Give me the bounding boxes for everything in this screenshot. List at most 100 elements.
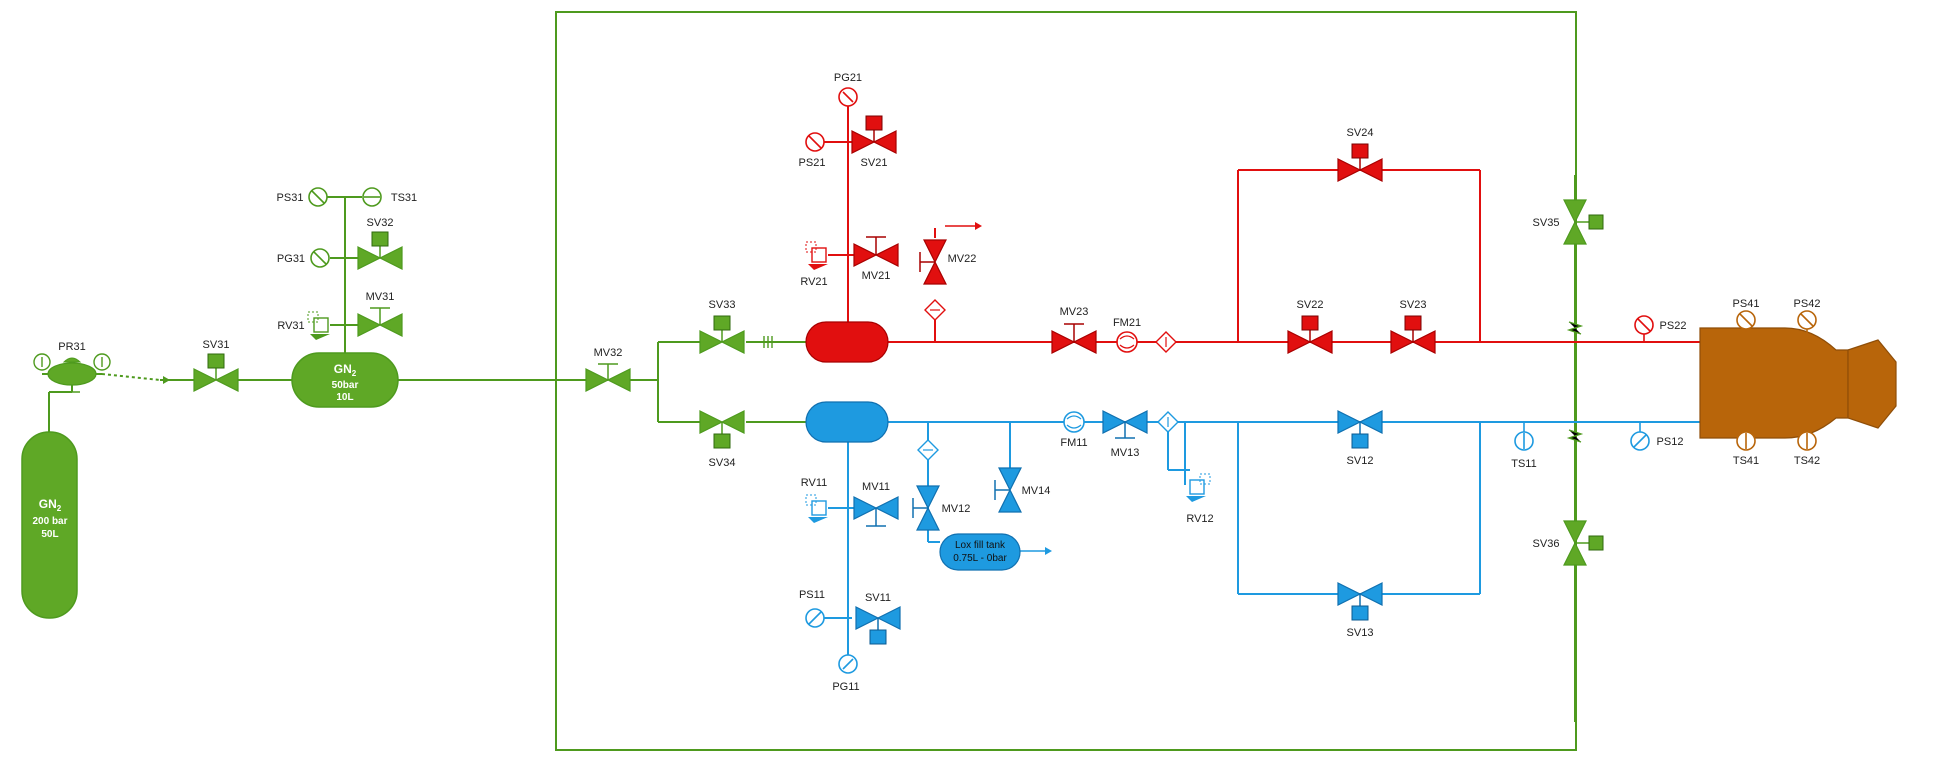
label-ts41: TS41 (1733, 455, 1759, 467)
flow-meter-fm21 (1116, 331, 1138, 353)
label-sv35: SV35 (1533, 217, 1560, 229)
label-sv32: SV32 (367, 217, 394, 229)
pressure-gauge-pg31 (310, 248, 330, 268)
label-ts11: TS11 (1511, 458, 1536, 470)
lox-fill-inlet-icon (1045, 547, 1052, 555)
pressure-sensor-ps21 (805, 132, 825, 152)
temperature-sensor-ts41 (1736, 431, 1756, 451)
solenoid-valve-sv12[interactable] (1337, 410, 1383, 449)
pressure-sensor-ps31 (308, 187, 328, 207)
label-ps12: PS12 (1657, 436, 1684, 448)
label-ps21: PS21 (799, 157, 826, 169)
temperature-sensor-ts11 (1514, 422, 1534, 451)
lox-fill-tank: Lox fill tank 0.75L - 0bar (939, 533, 1021, 571)
gn2-bottle-volume: 50L (41, 529, 58, 540)
label-sv12: SV12 (1347, 455, 1374, 467)
pressure-sensor-ps42 (1797, 310, 1817, 330)
label-pr31: PR31 (58, 341, 86, 353)
solenoid-valve-sv32[interactable] (357, 231, 403, 270)
label-ps42: PS42 (1794, 298, 1821, 310)
regulator-pr31[interactable] (33, 353, 111, 393)
flex-hose-icon (763, 336, 773, 348)
solenoid-valve-sv11[interactable] (855, 606, 901, 645)
gn2-bottle-pressure: 200 bar (32, 516, 67, 527)
label-mv12: MV12 (942, 503, 971, 515)
label-mv23: MV23 (1060, 306, 1089, 318)
pressure-sensor-ps22 (1634, 315, 1654, 342)
label-mv32: MV32 (594, 347, 623, 359)
temperature-sensor-ts42 (1797, 431, 1817, 451)
label-ps11: PS11 (799, 589, 825, 601)
solenoid-valve-sv34[interactable] (699, 410, 745, 449)
manual-valve-mv31[interactable] (357, 307, 403, 337)
label-pg31: PG31 (277, 253, 305, 265)
label-mv31: MV31 (366, 291, 395, 303)
lox-tank (805, 401, 889, 443)
label-sv13: SV13 (1347, 627, 1374, 639)
pressure-sensor-ps11 (805, 608, 825, 628)
rocket-engine-icon (1699, 327, 1849, 439)
label-mv22: MV22 (948, 253, 977, 265)
label-sv33: SV33 (709, 299, 736, 311)
manual-valve-mv22[interactable] (919, 222, 982, 285)
manual-valve-mv32[interactable] (585, 363, 631, 392)
gn2-tank: GN2 50bar 10L (291, 352, 399, 408)
pressurant-lines (42, 11, 1577, 751)
solenoid-valve-sv22[interactable] (1287, 315, 1333, 354)
label-sv11: SV11 (865, 592, 891, 604)
gn2-bottle: GN2 200 bar 50L (21, 431, 78, 619)
flow-meter-fm11 (1063, 411, 1085, 433)
label-ts31: TS31 (391, 192, 417, 204)
gn2-bottle-name: GN (39, 497, 57, 511)
manual-valve-mv13[interactable] (1102, 410, 1148, 439)
label-rv12: RV12 (1186, 513, 1213, 525)
solenoid-valve-sv35[interactable] (1563, 199, 1604, 245)
fuel-lines (818, 104, 1700, 343)
manual-valve-mv21[interactable] (853, 236, 899, 267)
pressure-gauge-pg21 (838, 87, 858, 107)
filter-lox-main (1157, 411, 1179, 433)
label-fm11: FM11 (1060, 437, 1087, 449)
filter-lox-fill (917, 439, 939, 461)
relief-valve-rv31[interactable] (307, 311, 330, 340)
pressure-sensor-ps41 (1736, 310, 1756, 330)
label-sv31: SV31 (203, 339, 230, 351)
solenoid-valve-sv33[interactable] (699, 315, 745, 354)
flex-hose-purge (1566, 321, 1584, 443)
temperature-sensor-ts31 (362, 187, 382, 207)
relief-valve-rv12[interactable] (1186, 473, 1211, 502)
label-rv11: RV11 (801, 477, 828, 489)
label-sv22: SV22 (1297, 299, 1324, 311)
label-ps22: PS22 (1660, 320, 1687, 332)
label-mv21: MV21 (862, 270, 891, 282)
relief-valve-rv11[interactable] (805, 494, 828, 523)
relief-valve-rv21[interactable] (805, 241, 828, 270)
manual-valve-mv23[interactable] (1051, 323, 1097, 354)
solenoid-valve-sv36[interactable] (1563, 520, 1604, 566)
manual-valve-mv14[interactable] (994, 467, 1022, 513)
solenoid-valve-sv13[interactable] (1337, 582, 1383, 621)
label-sv23: SV23 (1400, 299, 1427, 311)
gn2-tank-name: GN (334, 362, 352, 376)
lox-fill-tank-spec: 0.75L - 0bar (953, 553, 1007, 564)
lox-fill-tank-name: Lox fill tank (955, 540, 1006, 551)
filter-fuel-fill (924, 299, 946, 321)
solenoid-valve-sv24[interactable] (1337, 143, 1383, 182)
filter-fuel-main (1155, 331, 1177, 353)
manual-valve-mv12[interactable] (912, 485, 940, 531)
svg-text:GN2: GN2 (39, 497, 62, 513)
label-sv21: SV21 (861, 157, 888, 169)
component-labels: PR31 SV31 PS31 TS31 SV32 PG31 MV31 RV31 … (58, 72, 1820, 693)
solenoid-valve-sv31[interactable] (193, 353, 239, 392)
engine-nozzle (1847, 339, 1897, 429)
label-ts42: TS42 (1794, 455, 1820, 467)
pressure-gauge-pg11 (838, 654, 858, 674)
solenoid-valve-sv23[interactable] (1390, 315, 1436, 354)
manual-valve-mv11[interactable] (853, 496, 899, 527)
solenoid-valve-sv21[interactable] (851, 115, 897, 154)
label-fm21: FM21 (1113, 317, 1141, 329)
label-mv11: MV11 (862, 481, 890, 493)
label-sv24: SV24 (1347, 127, 1374, 139)
gn2-tank-volume: 10L (336, 392, 353, 403)
